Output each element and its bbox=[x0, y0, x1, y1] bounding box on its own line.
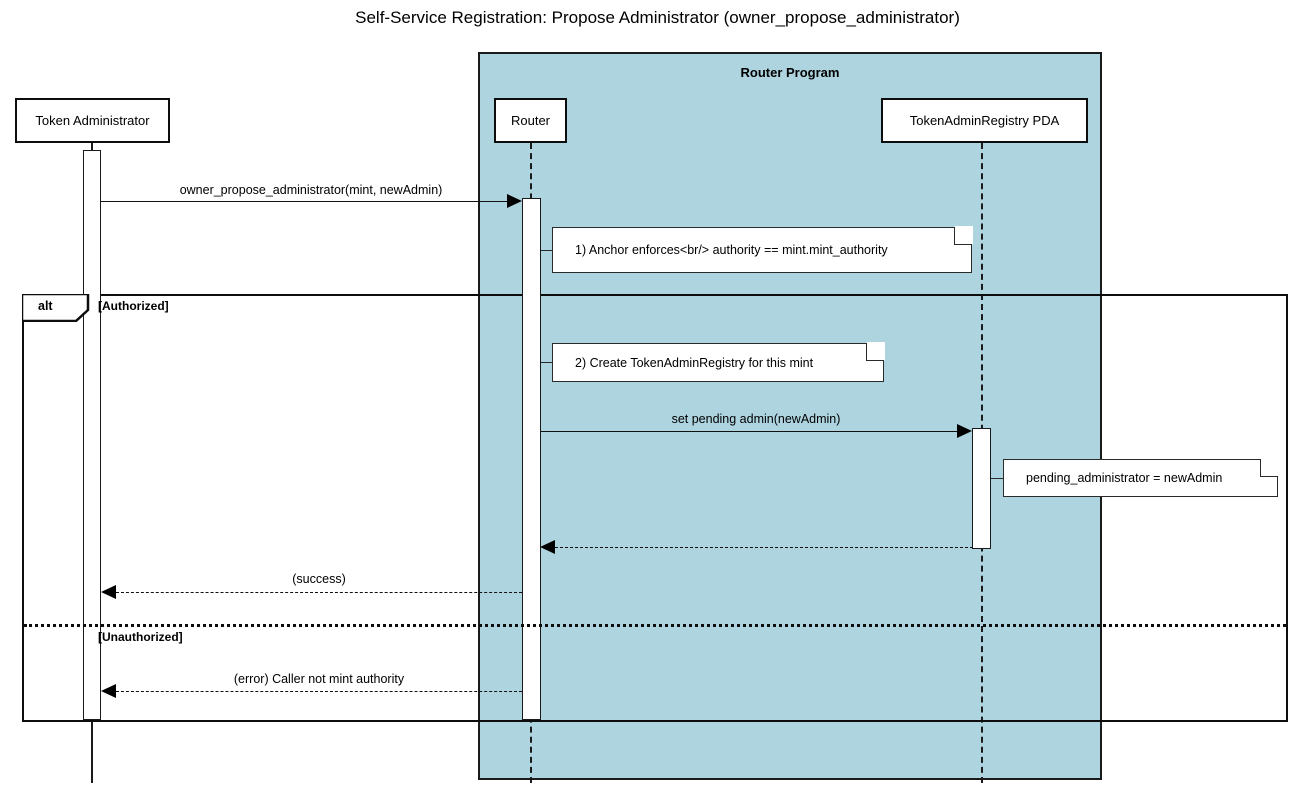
message-line-owner-propose-administrator bbox=[101, 201, 507, 202]
message-arrowhead-error bbox=[101, 684, 116, 698]
fragment-alt-tab bbox=[20, 292, 92, 323]
message-line-success bbox=[116, 592, 522, 593]
message-arrowhead-pda-return bbox=[540, 540, 555, 554]
message-line-set-pending-admin bbox=[541, 431, 957, 432]
message-line-pda-return bbox=[555, 547, 973, 548]
message-arrowhead-owner-propose-administrator bbox=[507, 194, 522, 208]
note-anchor-enforces: 1) Anchor enforces<br/> authority == min… bbox=[552, 226, 973, 273]
message-label-owner-propose-administrator: owner_propose_administrator(mint, newAdm… bbox=[179, 183, 443, 197]
message-label-set-pending-admin: set pending admin(newAdmin) bbox=[671, 412, 841, 426]
fragment-condition-unauthorized: [Unauthorized] bbox=[98, 630, 183, 644]
note-fold-icon bbox=[1260, 459, 1278, 477]
fragment-alt-operator-label: alt bbox=[38, 299, 53, 313]
message-line-error bbox=[116, 691, 522, 692]
activation-router bbox=[522, 198, 541, 720]
note-text: 1) Anchor enforces<br/> authority == min… bbox=[575, 243, 888, 257]
message-arrowhead-success bbox=[101, 585, 116, 599]
group-box-router-program bbox=[478, 52, 1102, 780]
participant-token-admin-registry-pda[interactable]: TokenAdminRegistry PDA bbox=[881, 98, 1088, 143]
fragment-divider bbox=[24, 624, 1286, 627]
note-fold-icon bbox=[954, 227, 972, 245]
fragment-background-right bbox=[1102, 296, 1286, 720]
note-text: 2) Create TokenAdminRegistry for this mi… bbox=[575, 355, 814, 370]
note-connector-2 bbox=[541, 362, 552, 363]
participant-token-administrator[interactable]: Token Administrator bbox=[15, 98, 170, 143]
note-connector-3 bbox=[991, 478, 1003, 479]
note-pending-administrator: pending_administrator = newAdmin bbox=[1003, 458, 1279, 497]
fragment-condition-authorized: [Authorized] bbox=[98, 299, 169, 313]
activation-token-admin-registry-pda bbox=[972, 428, 991, 549]
message-arrowhead-set-pending-admin bbox=[957, 424, 972, 438]
note-text: pending_administrator = newAdmin bbox=[1026, 471, 1223, 485]
group-label-router-program: Router Program bbox=[740, 65, 840, 80]
message-label-success: (success) bbox=[292, 572, 346, 586]
page-title: Self-Service Registration: Propose Admin… bbox=[355, 8, 960, 27]
message-label-error: (error) Caller not mint authority bbox=[233, 672, 405, 686]
activation-token-administrator bbox=[83, 150, 101, 720]
note-create-token-admin-registry: 2) Create TokenAdminRegistry for this mi… bbox=[552, 342, 885, 382]
note-connector-1 bbox=[541, 250, 552, 251]
note-fold-icon bbox=[866, 343, 884, 361]
fragment-alt-box bbox=[22, 294, 1288, 722]
participant-router[interactable]: Router bbox=[494, 98, 567, 143]
participant-label: Token Administrator bbox=[35, 113, 150, 128]
participant-label: TokenAdminRegistry PDA bbox=[909, 113, 1060, 128]
participant-label: Router bbox=[510, 113, 551, 128]
